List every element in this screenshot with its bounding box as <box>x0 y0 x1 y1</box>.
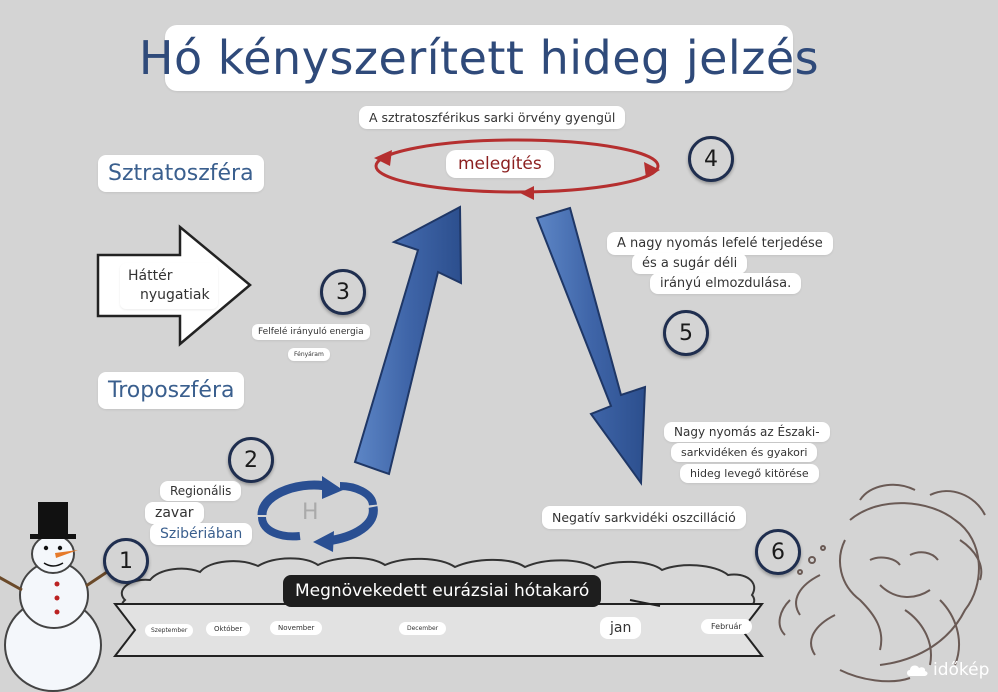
westerlies-line1: Háttér <box>128 268 173 284</box>
step-5-badge: 5 <box>663 310 709 356</box>
high-pressure-marker: H <box>302 500 319 525</box>
downward-pressure-arrow <box>535 206 647 486</box>
descent-line2: és a sugár déli <box>632 253 748 274</box>
circulation-arrows <box>257 476 378 552</box>
month-october: Október <box>206 622 251 636</box>
arctic-line3: hideg levegő kitörése <box>680 464 819 483</box>
arctic-line1: Nagy nyomás az Északi- <box>664 422 830 442</box>
regional-line2: zavar <box>145 502 204 524</box>
month-november: November <box>270 621 323 635</box>
troposphere-label: Troposzféra <box>98 372 245 409</box>
warming-label: melegítés <box>446 150 554 178</box>
step-2-badge: 2 <box>228 437 274 483</box>
step-6-badge: 6 <box>755 529 801 575</box>
upward-energy-arrow <box>353 205 463 476</box>
westerlies-line2: nyugatiak <box>140 287 210 303</box>
descent-line3: irányú elmozdulása. <box>650 273 802 294</box>
negative-ao-label: Negatív sarkvidéki oszcilláció <box>542 506 746 529</box>
arctic-line2: sarkvidéken és gyakori <box>671 443 818 462</box>
cloud-logo-icon <box>907 665 928 676</box>
snow-cover-label: Megnövekedett eurázsiai hótakaró <box>283 575 602 607</box>
vortex-note: A sztratoszférikus sarki örvény gyengül <box>359 106 626 129</box>
idokep-logo: időkép <box>905 660 989 680</box>
polar-vortex-ellipse <box>374 138 660 200</box>
westerlies-label: Háttér nyugatiak <box>120 263 218 309</box>
step-1-badge: 1 <box>103 538 149 584</box>
month-september: Szeptember <box>145 624 194 637</box>
month-january: jan <box>600 617 642 639</box>
stratosphere-label: Sztratoszféra <box>98 155 264 192</box>
upward-energy-sublabel: Fényáram <box>288 348 330 361</box>
step-3-badge: 3 <box>320 269 366 315</box>
wind-face-illustration <box>778 483 986 683</box>
month-february: Február <box>701 619 752 634</box>
page-title: Hó kényszerített hideg jelzés <box>139 25 819 91</box>
regional-line3: Szibériában <box>150 523 253 545</box>
month-december: December <box>399 622 447 635</box>
regional-line1: Regionális <box>160 481 242 501</box>
snowman-illustration <box>0 502 111 692</box>
descent-line1: A nagy nyomás lefelé terjedése <box>607 232 833 255</box>
upward-energy-label: Felfelé irányuló energia <box>252 324 370 340</box>
logo-text: időkép <box>933 660 990 680</box>
step-4-badge: 4 <box>688 136 734 182</box>
